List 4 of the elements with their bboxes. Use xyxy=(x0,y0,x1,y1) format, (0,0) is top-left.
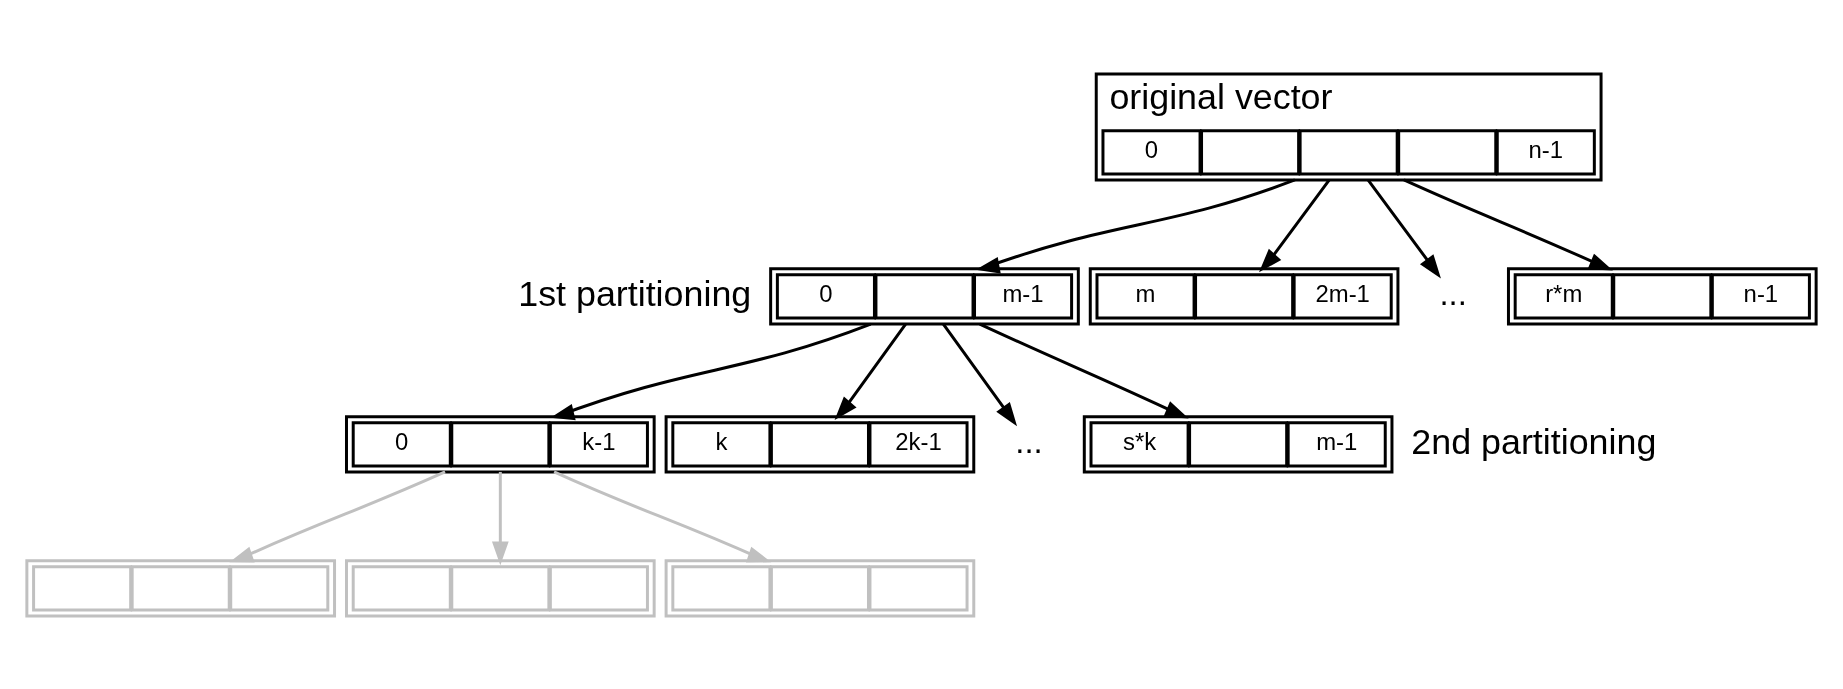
node-text: ... xyxy=(1015,422,1043,460)
node-text: ... xyxy=(1439,274,1467,312)
label: 2nd partitioning xyxy=(1411,421,1657,462)
label: 1st partitioning xyxy=(518,273,752,314)
